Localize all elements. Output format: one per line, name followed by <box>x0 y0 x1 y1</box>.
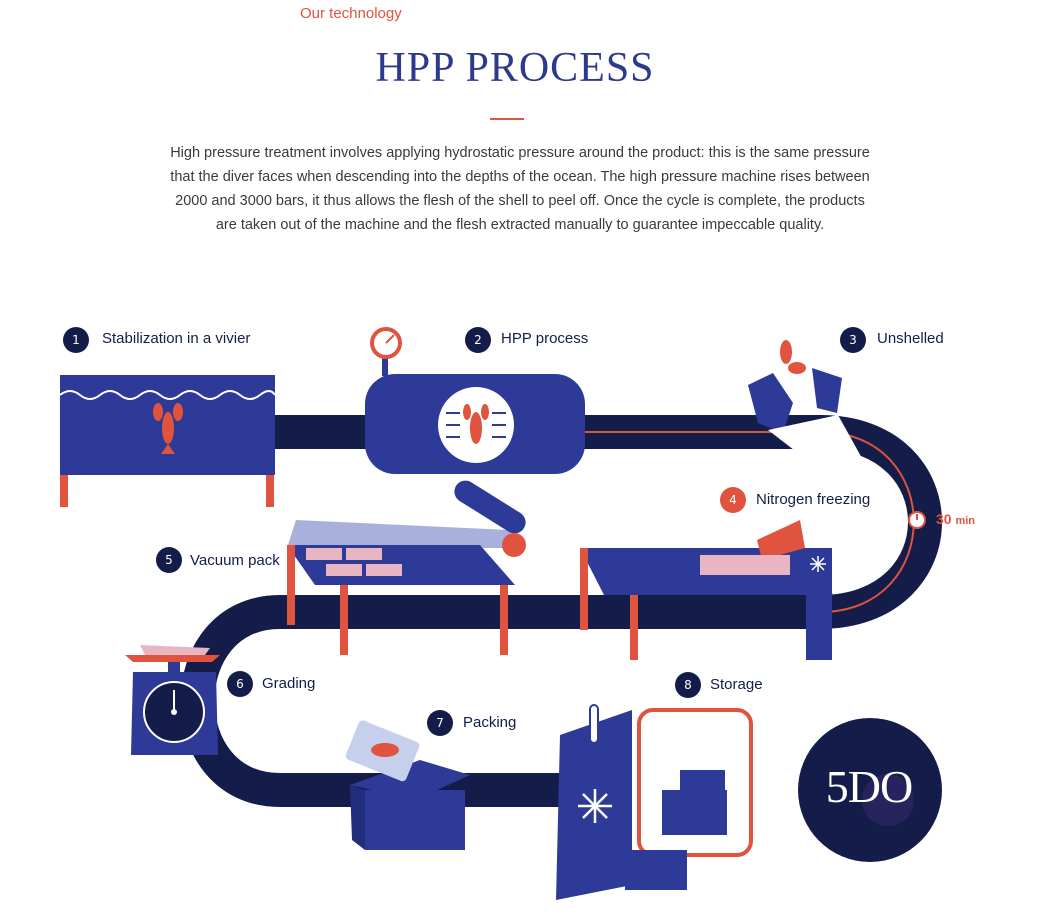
step-badge-1: 1 <box>63 327 89 353</box>
step-label-1: Stabilization in a vivier <box>102 330 251 347</box>
packing-box <box>345 720 470 850</box>
scale-dial-icon <box>143 681 205 743</box>
snowflake-icon <box>578 789 612 823</box>
lobster-icon <box>153 403 183 454</box>
title-divider <box>490 118 524 120</box>
step-label-7: Packing <box>463 714 517 731</box>
step-badge-3: 3 <box>840 327 866 353</box>
step-badge-6: 6 <box>227 671 253 697</box>
brand-logo-text: 5DO <box>825 761 913 812</box>
snowflake-icon <box>810 556 826 572</box>
step-label-3: Unshelled <box>877 330 944 347</box>
step-label-2: HPP process <box>501 330 589 347</box>
step-label-8: Storage <box>710 676 763 693</box>
duration-value: 30 <box>936 511 952 527</box>
gloved-hands-icon <box>748 368 863 480</box>
step-label-5: Vacuum pack <box>190 552 280 569</box>
step-label-6: Grading <box>262 675 316 692</box>
intro-paragraph: High pressure treatment involves applyin… <box>170 145 870 233</box>
lobster-icon <box>463 404 489 444</box>
duration-label: 30 min <box>936 511 975 527</box>
step-label-4: Nitrogen freezing <box>756 491 871 508</box>
step-badge-2: 2 <box>465 327 491 353</box>
brand-logo <box>798 718 942 862</box>
duration-unit: min <box>955 515 976 527</box>
step-badge-4: 4 <box>720 487 746 513</box>
vacuum-pack-table <box>287 480 526 655</box>
step-badge-7: 7 <box>427 710 453 736</box>
lobster-icon <box>780 340 806 374</box>
step-badge-8: 8 <box>675 672 701 698</box>
eyebrow-link[interactable]: Our technology <box>300 5 402 22</box>
cold-storage <box>556 704 753 900</box>
timer-icon <box>908 511 926 529</box>
freezing-table <box>580 520 833 660</box>
pressure-arrows-icon <box>446 412 506 438</box>
page-title: HPP PROCESS <box>375 45 655 91</box>
step-badge-5: 5 <box>156 547 182 573</box>
